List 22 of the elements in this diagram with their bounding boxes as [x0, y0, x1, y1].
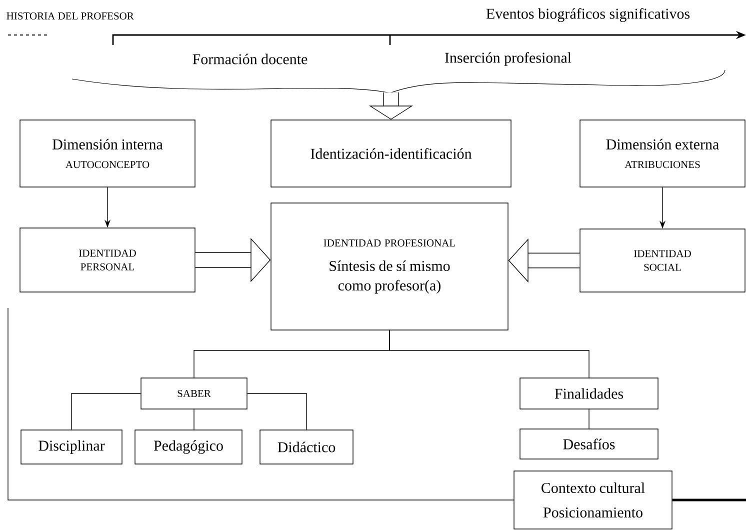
connector-line [247, 393, 307, 430]
leaf-box: Didáctico [260, 430, 354, 464]
leaf-box: Disciplinar [20, 430, 122, 464]
leaf-box: Desafíos [520, 428, 658, 460]
process-box: Identización-identificación [270, 120, 512, 188]
connector-line [8, 308, 514, 500]
dimension-box: Dimensión interna AUTOCONCEPTO [20, 120, 196, 188]
identity-box: IDENTIDAD SOCIAL [580, 228, 746, 292]
context-box: Contexto cultural Posicionamiento [514, 470, 672, 530]
connector-line [672, 498, 746, 502]
connector-line [588, 409, 590, 429]
category-box: Finalidades [520, 378, 658, 410]
connector-line [71, 393, 141, 430]
dimension-box: Dimensión externa ATRIBUCIONES [580, 120, 746, 188]
heading-text: Eventos biográficos significativos [486, 8, 690, 22]
brace [72, 70, 726, 94]
identity-box: IDENTIDAD PERSONAL [20, 228, 196, 292]
heading-text: HISTORIA DEL PROFESOR [6, 12, 134, 20]
leaf-box: Pedagógico [134, 430, 242, 464]
category-box: SABER [140, 378, 248, 410]
central-box: IDENTIDAD PROFESIONAL Síntesis de sí mismo como profesor(a) [270, 202, 508, 330]
connector-line [389, 330, 590, 378]
